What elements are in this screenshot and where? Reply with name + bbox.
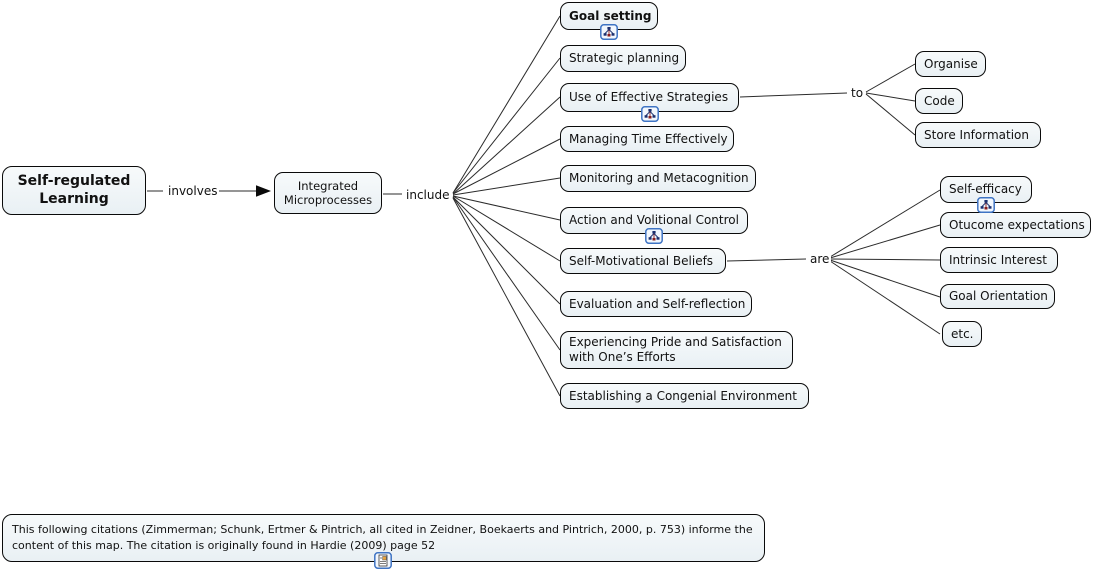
node-label: Self-Motivational Beliefs bbox=[569, 253, 714, 268]
node-self-efficacy[interactable]: Self-efficacy bbox=[940, 176, 1032, 203]
node-organise[interactable]: Organise bbox=[915, 51, 986, 77]
link-label-involves[interactable]: involves bbox=[166, 184, 220, 199]
node-strategic-planning[interactable]: Strategic planning bbox=[560, 45, 686, 72]
node-use-of-effective-strategies[interactable]: Use of Effective Strategies bbox=[560, 83, 739, 112]
node-evaluation-and-self-reflection[interactable]: Evaluation and Self-reflection bbox=[560, 291, 752, 317]
node-label: Self-efficacy bbox=[949, 182, 1022, 196]
node-self-regulated-learning[interactable]: Self-regulated Learning bbox=[2, 166, 146, 215]
node-self-motivational-beliefs[interactable]: Self-Motivational Beliefs bbox=[560, 248, 726, 274]
link-label-to[interactable]: to bbox=[849, 86, 866, 101]
linked-map-icon[interactable] bbox=[641, 106, 659, 122]
node-label: Integrated Microprocesses bbox=[283, 178, 373, 207]
node-otucome-expectations[interactable]: Otucome expectations bbox=[940, 212, 1091, 238]
node-code[interactable]: Code bbox=[915, 88, 963, 114]
node-label: Intrinsic Interest bbox=[949, 252, 1047, 267]
node-label: Goal Orientation bbox=[949, 289, 1048, 303]
link-label-are[interactable]: are bbox=[808, 252, 832, 267]
citation-node[interactable]: This following citations (Zimmerman; Sch… bbox=[2, 514, 765, 562]
node-integrated-microprocesses[interactable]: Integrated Microprocesses bbox=[274, 172, 382, 214]
node-label: Use of Effective Strategies bbox=[569, 90, 729, 104]
node-label: Store Information bbox=[924, 127, 1029, 142]
node-store-information[interactable]: Store Information bbox=[915, 122, 1041, 148]
node-label: Establishing a Congenial Environment bbox=[569, 388, 797, 403]
linked-map-icon[interactable] bbox=[645, 228, 663, 244]
attached-resource-icon[interactable] bbox=[374, 552, 392, 569]
node-label: Monitoring and Metacognition bbox=[569, 171, 749, 185]
node-managing-time-effectively[interactable]: Managing Time Effectively bbox=[560, 126, 734, 152]
node-label: Otucome expectations bbox=[949, 217, 1085, 232]
node-label: Code bbox=[924, 93, 955, 108]
node-label: Experiencing Pride and Satisfaction with… bbox=[569, 335, 782, 364]
node-monitoring-and-metacognition[interactable]: Monitoring and Metacognition bbox=[560, 165, 756, 192]
node-intrinsic-interest[interactable]: Intrinsic Interest bbox=[940, 247, 1058, 273]
node-experiencing-pride-and-satisfaction[interactable]: Experiencing Pride and Satisfaction with… bbox=[560, 331, 793, 369]
node-etc[interactable]: etc. bbox=[942, 321, 982, 347]
node-label: Self-regulated Learning bbox=[17, 173, 131, 207]
node-label: Managing Time Effectively bbox=[569, 131, 728, 146]
arrowhead bbox=[256, 185, 271, 197]
node-label: Strategic planning bbox=[569, 51, 680, 65]
node-label: Evaluation and Self-reflection bbox=[569, 296, 746, 311]
link-label-include[interactable]: include bbox=[404, 188, 452, 203]
linked-map-icon[interactable] bbox=[977, 197, 995, 213]
node-establishing-a-congenial-environment[interactable]: Establishing a Congenial Environment bbox=[560, 383, 809, 409]
node-label: Organise bbox=[924, 56, 978, 71]
linked-map-icon[interactable] bbox=[600, 24, 618, 40]
node-goal-orientation[interactable]: Goal Orientation bbox=[940, 284, 1055, 309]
citation-text: This following citations (Zimmerman; Sch… bbox=[12, 523, 753, 552]
node-label: Goal setting bbox=[569, 8, 652, 23]
node-label: Action and Volitional Control bbox=[569, 213, 739, 227]
node-label: etc. bbox=[951, 326, 974, 341]
